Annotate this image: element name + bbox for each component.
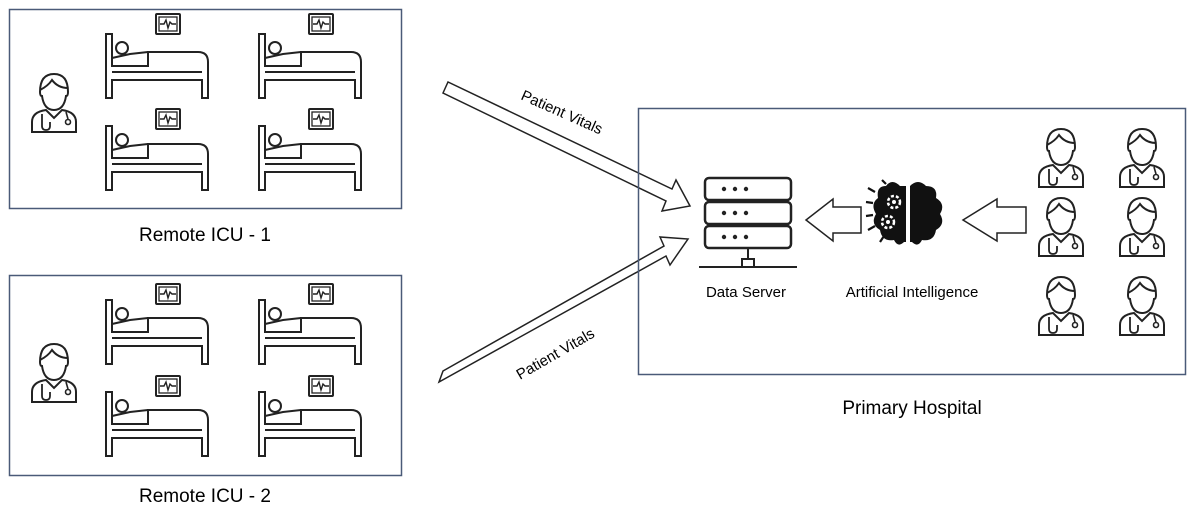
doctor-icon: [1038, 197, 1084, 257]
monitor-icon: [155, 283, 181, 305]
remote-icu-1: Remote ICU - 1: [8, 8, 403, 246]
remote-icu-2: Remote ICU - 2: [8, 274, 403, 507]
data-server-label: Data Server: [706, 284, 786, 301]
monitor-icon: [308, 283, 334, 305]
monitor-icon: [308, 13, 334, 35]
flow-arrow-icu1: Patient Vitals: [442, 80, 692, 212]
doctor-icon: [31, 73, 77, 133]
remote-icu-2-frame: [8, 274, 403, 477]
remote-icu-2-label: Remote ICU - 2: [139, 486, 271, 507]
remote-icu-1-label: Remote ICU - 1: [139, 225, 271, 246]
monitor-icon: [155, 375, 181, 397]
primary-hospital: Data Server Artificial Intelligence: [637, 107, 1187, 419]
monitor-icon: [155, 108, 181, 130]
primary-hospital-frame: [637, 107, 1187, 376]
monitor-icon: [155, 13, 181, 35]
doctor-icon: [1038, 276, 1084, 336]
arrow-icon: [437, 236, 690, 384]
bed-icon: [105, 33, 209, 99]
primary-hospital-label: Primary Hospital: [842, 398, 981, 419]
doctor-icon: [1119, 128, 1165, 188]
bed-icon: [105, 125, 209, 191]
monitor-icon: [308, 108, 334, 130]
ai-brain-icon: [865, 179, 943, 245]
bed-icon: [105, 299, 209, 365]
flow-arrow-icu2: Patient Vitals: [437, 236, 690, 384]
doctor-icon: [1119, 276, 1165, 336]
bed-icon: [258, 125, 362, 191]
bed-icon: [258, 299, 362, 365]
doctor-icon: [31, 343, 77, 403]
server-icon: [699, 176, 797, 268]
bed-icon: [258, 391, 362, 457]
ai-label: Artificial Intelligence: [846, 284, 979, 301]
arrow-icon: [804, 197, 862, 243]
monitor-icon: [308, 375, 334, 397]
doctor-team: [1038, 128, 1165, 336]
bed-icon: [105, 391, 209, 457]
arrow-icon: [442, 80, 692, 212]
remote-icu-1-frame: [8, 8, 403, 210]
doctor-icon: [1038, 128, 1084, 188]
doctor-icon: [1119, 197, 1165, 257]
arrow-icon: [961, 197, 1027, 243]
bed-icon: [258, 33, 362, 99]
